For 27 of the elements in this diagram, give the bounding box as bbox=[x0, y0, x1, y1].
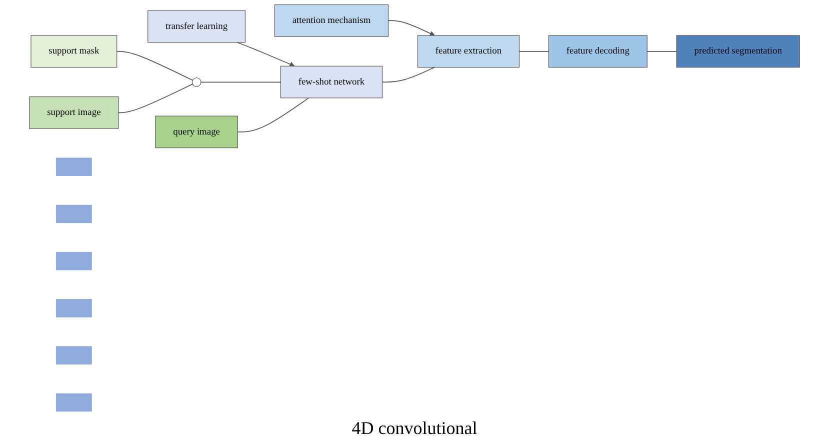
connector bbox=[237, 97, 310, 132]
node-box bbox=[676, 35, 800, 68]
node-bar bbox=[56, 252, 92, 270]
arrow bbox=[388, 20, 435, 36]
node-box bbox=[274, 4, 389, 37]
connector bbox=[518, 50, 550, 52]
node-box bbox=[280, 66, 383, 98]
node-circle bbox=[192, 77, 202, 87]
flowchart-drawing: transfer learning attention mechanism support mask support image query image few-shot network feature extraction feature decoding predicted segmentation bbox=[0, 0, 829, 416]
node-box bbox=[548, 35, 648, 68]
caption-text: 4D convolutional bbox=[352, 418, 478, 438]
node-box bbox=[30, 35, 118, 68]
connector bbox=[200, 82, 282, 83]
connector bbox=[118, 84, 193, 114]
node-box bbox=[148, 10, 246, 43]
node-box bbox=[417, 35, 520, 68]
node-bar bbox=[56, 299, 92, 318]
arrow bbox=[236, 42, 295, 67]
node-box bbox=[155, 116, 238, 148]
node-bar bbox=[56, 346, 92, 364]
connector bbox=[646, 50, 677, 52]
node-bar bbox=[56, 204, 92, 224]
node-bar bbox=[56, 393, 92, 412]
node-bar bbox=[56, 158, 92, 176]
node-box bbox=[29, 96, 119, 129]
connector bbox=[382, 66, 435, 82]
connector bbox=[116, 50, 194, 81]
